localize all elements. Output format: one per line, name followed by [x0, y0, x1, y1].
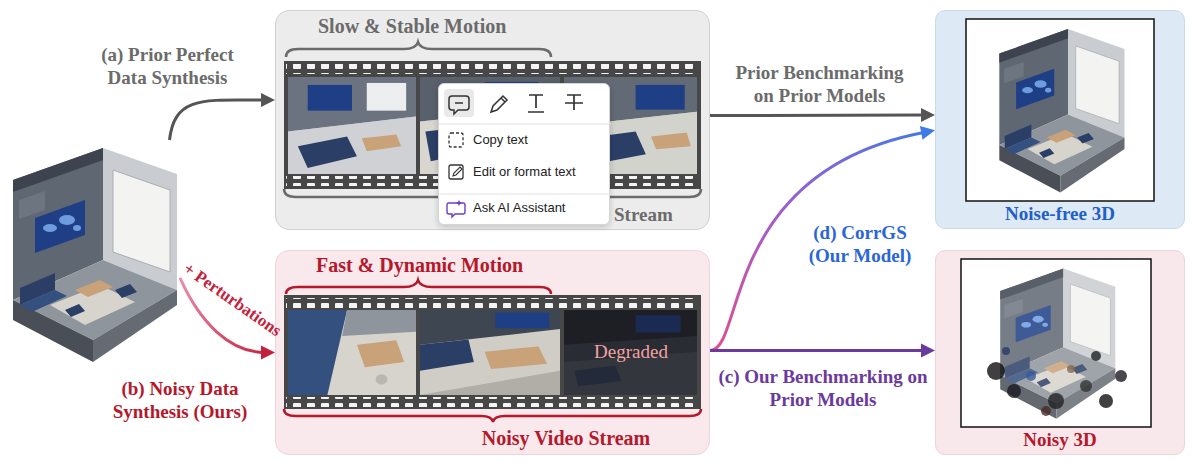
- decor-g: [987, 347, 1127, 416]
- decor-circle: [1115, 370, 1127, 382]
- decor-circle: [1007, 384, 1021, 398]
- result-caption: Noisy 3D: [936, 429, 1184, 452]
- decor-circle: [1002, 347, 1010, 355]
- decor-path: [447, 203, 465, 217]
- arrowhead: [921, 108, 935, 122]
- context-menu: Copy textEdit or format textAsk AI Assis…: [438, 83, 610, 225]
- degraded-label: Degraded: [576, 341, 686, 364]
- decor-path: [491, 96, 507, 112]
- decor-path: [286, 280, 551, 294]
- decor-path: [565, 95, 583, 110]
- decor-use: [13, 148, 177, 362]
- decor-path: [455, 102, 463, 104]
- connector: [710, 343, 935, 357]
- connector: [170, 93, 276, 140]
- decor-rect: [284, 295, 701, 409]
- decor-use: [999, 29, 1124, 192]
- connector-line: [170, 100, 266, 140]
- decor-circle: [1067, 365, 1075, 373]
- decor-rect: [444, 89, 474, 117]
- video-stream-panel: Fast & Dynamic MotionNoisy Video Stream D…: [275, 250, 710, 455]
- decor-rect: [449, 165, 463, 179]
- decor-use: [420, 310, 560, 395]
- decor-path: [453, 167, 462, 176]
- edge-label: (d) CorrGS (Our Model): [795, 222, 925, 268]
- decor-circle: [1091, 351, 1101, 361]
- edge-label: Prior Benchmarking on Prior Models: [727, 62, 912, 108]
- arrowhead: [261, 346, 275, 360]
- decor-circle: [1099, 394, 1113, 408]
- scene-illustration: (b) Noisy Data Synthesis (Ours): [5, 140, 180, 368]
- decor-circle: [1041, 406, 1051, 416]
- decor-line: [439, 194, 611, 195]
- connector-line: [710, 114, 925, 117]
- arrowhead: [921, 343, 935, 357]
- decor-circle: [987, 362, 1005, 380]
- decor-use: [288, 77, 416, 174]
- decor-rect: [286, 64, 699, 74]
- decor-path: [284, 409, 701, 422]
- result-panel: Noisy 3D: [935, 250, 1185, 455]
- panel-heading: Fast & Dynamic Motion: [316, 253, 566, 277]
- decor-circle: [1026, 371, 1036, 381]
- synthesis-caption: (b) Noisy Data Synthesis (Ours): [87, 378, 273, 424]
- result-panel: Noise-free 3D: [935, 10, 1185, 229]
- stream-caption: Stream: [614, 204, 704, 227]
- decor-rect: [286, 298, 699, 308]
- decor-path: [449, 96, 469, 114]
- arrowhead: [920, 126, 935, 140]
- arrowhead: [261, 93, 275, 107]
- connector-line: [710, 132, 925, 350]
- decor-line: [439, 124, 611, 125]
- stream-caption: Noisy Video Stream: [446, 426, 686, 450]
- decor-circle: [1080, 380, 1092, 392]
- panel-heading: Slow & Stable Motion: [318, 14, 558, 38]
- edge-label: (c) Our Benchmarking on Prior Models: [718, 366, 928, 412]
- decor-rect: [286, 397, 699, 407]
- connector: [710, 126, 935, 350]
- menu-item: Edit or format text: [473, 164, 607, 180]
- decor-rect: [961, 259, 1151, 427]
- noisy-reconstruction: [936, 251, 1186, 456]
- room-illustration: [5, 140, 180, 368]
- decor-use: [288, 310, 416, 395]
- decor-rect: [449, 133, 463, 147]
- connector: [710, 108, 935, 122]
- video-stream-panel: Slow & Stable MotionStream Copy textEdit…: [275, 10, 710, 230]
- menu-item: Copy text: [473, 132, 607, 148]
- decor-use: [1000, 269, 1115, 419]
- decor-use: [564, 310, 697, 395]
- edge-label: (a) Prior Perfect Data Synthesis: [85, 44, 250, 90]
- result-caption: Noise-free 3D: [936, 203, 1184, 226]
- clean-reconstruction: [936, 11, 1186, 229]
- decor-circle: [1048, 393, 1064, 409]
- decor-path: [456, 200, 462, 206]
- decor-path: [286, 42, 551, 57]
- decor-rect: [966, 19, 1154, 201]
- edge-label: + Perturbations: [179, 259, 285, 342]
- decor-path: [528, 95, 544, 112]
- menu-item: Ask AI Assistant: [473, 200, 607, 216]
- connector-line: [710, 349, 925, 352]
